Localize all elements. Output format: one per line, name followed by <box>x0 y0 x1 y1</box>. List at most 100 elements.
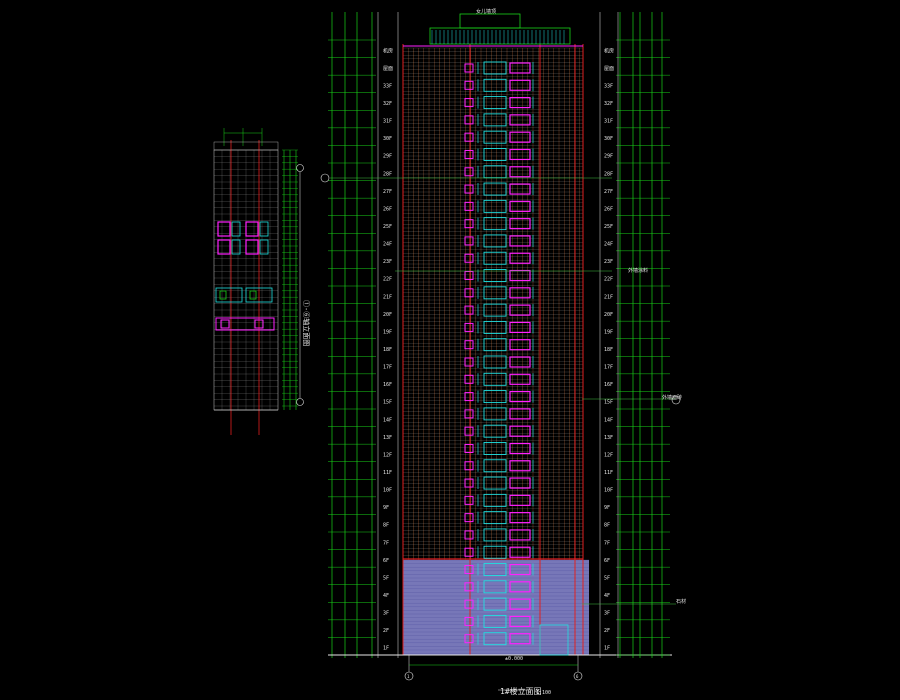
balcony-magenta <box>509 339 531 351</box>
floor-label-left: 12F <box>383 452 392 458</box>
left-dimension-chain: 机房屋面33F32F31F30F29F28F27F26F25F24F23F22F… <box>320 12 399 658</box>
floor-label-right: 17F <box>604 365 613 371</box>
detail-window-cyan <box>245 287 273 303</box>
window-cyan <box>483 286 507 300</box>
axis-bubble-label: 6 <box>576 674 579 679</box>
window-cyan <box>483 493 507 507</box>
detail-balcony-window <box>254 319 264 329</box>
floor-label-left: 1F <box>383 646 389 652</box>
floor-label-left: 30F <box>383 136 392 142</box>
window-magenta <box>464 288 474 298</box>
balcony-magenta <box>509 321 531 334</box>
floor-label-right: 6F <box>604 558 610 564</box>
balcony-magenta <box>509 563 531 576</box>
annotation-right-2: 外墙面砖 <box>662 394 682 401</box>
axis-bubble-right <box>671 395 681 405</box>
floor-label-right: 10F <box>604 488 613 494</box>
floor-label-left: 22F <box>383 277 392 283</box>
window-cyan <box>483 476 507 490</box>
balcony-magenta <box>509 252 531 264</box>
detail-title: ①-⑥轴立面图 <box>302 300 311 346</box>
floor-label-right: 19F <box>604 329 613 335</box>
window-cyan <box>483 96 507 110</box>
floor-label-right: 23F <box>604 259 613 265</box>
right-dimension-chain: 机房屋面33F32F31F30F29F28F27F26F25F24F23F22F… <box>330 12 681 658</box>
balcony-magenta <box>509 546 531 558</box>
window-magenta <box>464 426 474 436</box>
floor-label-right: 7F <box>604 540 610 546</box>
window-cyan <box>483 390 507 404</box>
floor-label-left: 31F <box>383 119 392 125</box>
floor-label-left: 18F <box>383 347 392 353</box>
floor-label-left: 26F <box>383 206 392 212</box>
floor-label-left: 19F <box>383 329 392 335</box>
floor-label-right: 1F <box>604 646 610 652</box>
window-cyan <box>483 320 507 334</box>
balcony-magenta <box>509 529 531 541</box>
window-cyan <box>483 511 507 525</box>
floor-label-right: 15F <box>604 400 613 406</box>
floor-label-right: 21F <box>604 294 613 300</box>
detail-window-magenta <box>245 221 259 237</box>
window-magenta <box>464 149 474 159</box>
balcony-magenta <box>509 148 531 161</box>
balcony-magenta <box>509 598 531 610</box>
axis-bubble-left <box>320 173 330 183</box>
window-cyan <box>483 372 507 386</box>
window-magenta <box>464 132 474 142</box>
window-magenta <box>464 582 474 592</box>
window-cyan <box>483 251 507 265</box>
window-cyan <box>483 113 507 127</box>
window-magenta <box>464 167 474 177</box>
window-magenta <box>464 357 474 367</box>
window-cyan <box>483 165 507 179</box>
balcony-magenta <box>509 79 531 91</box>
balcony-magenta <box>509 494 531 506</box>
window-magenta <box>464 616 474 626</box>
annotation-right-1: 外墙涂料 <box>628 267 648 274</box>
detail-window-green <box>219 290 227 300</box>
window-cyan <box>483 632 507 646</box>
detail-elevation <box>213 128 304 435</box>
balcony-magenta <box>509 218 531 230</box>
window-magenta <box>464 184 474 194</box>
window-cyan <box>483 338 507 352</box>
window-cyan <box>483 217 507 231</box>
balcony-magenta <box>509 356 531 368</box>
balcony-magenta <box>509 460 531 472</box>
floor-label-right: 26F <box>604 206 613 212</box>
window-magenta <box>464 461 474 471</box>
floor-label-left: 24F <box>383 242 392 248</box>
floor-label-left: 32F <box>383 101 392 107</box>
balcony-magenta <box>509 390 531 403</box>
window-magenta <box>464 530 474 540</box>
balcony-magenta <box>509 200 531 212</box>
floor-label-right: 16F <box>604 382 613 388</box>
floor-label-left: 16F <box>383 382 392 388</box>
window-magenta <box>464 634 474 644</box>
window-magenta <box>464 340 474 350</box>
floor-label-right: 18F <box>604 347 613 353</box>
floor-label-right: 30F <box>604 136 613 142</box>
window-magenta <box>464 409 474 419</box>
detail-window-green <box>249 290 257 300</box>
window-cyan <box>483 148 507 161</box>
detail-window-cyan <box>231 239 241 255</box>
window-magenta <box>464 219 474 229</box>
window-magenta <box>464 374 474 384</box>
balcony-magenta <box>509 615 531 628</box>
floor-label-left: 21F <box>383 294 392 300</box>
window-magenta <box>464 599 474 609</box>
window-magenta <box>464 236 474 246</box>
window-magenta <box>464 201 474 211</box>
balcony-magenta <box>509 425 531 437</box>
window-cyan <box>483 130 507 144</box>
window-magenta <box>464 63 474 73</box>
balcony-magenta <box>509 183 531 195</box>
floor-label-left: 屋面 <box>383 66 393 72</box>
floor-label-right: 屋面 <box>604 66 614 72</box>
floor-label-left: 8F <box>383 523 389 529</box>
floor-label-left: 7F <box>383 540 389 546</box>
floor-label-right: 3F <box>604 611 610 617</box>
